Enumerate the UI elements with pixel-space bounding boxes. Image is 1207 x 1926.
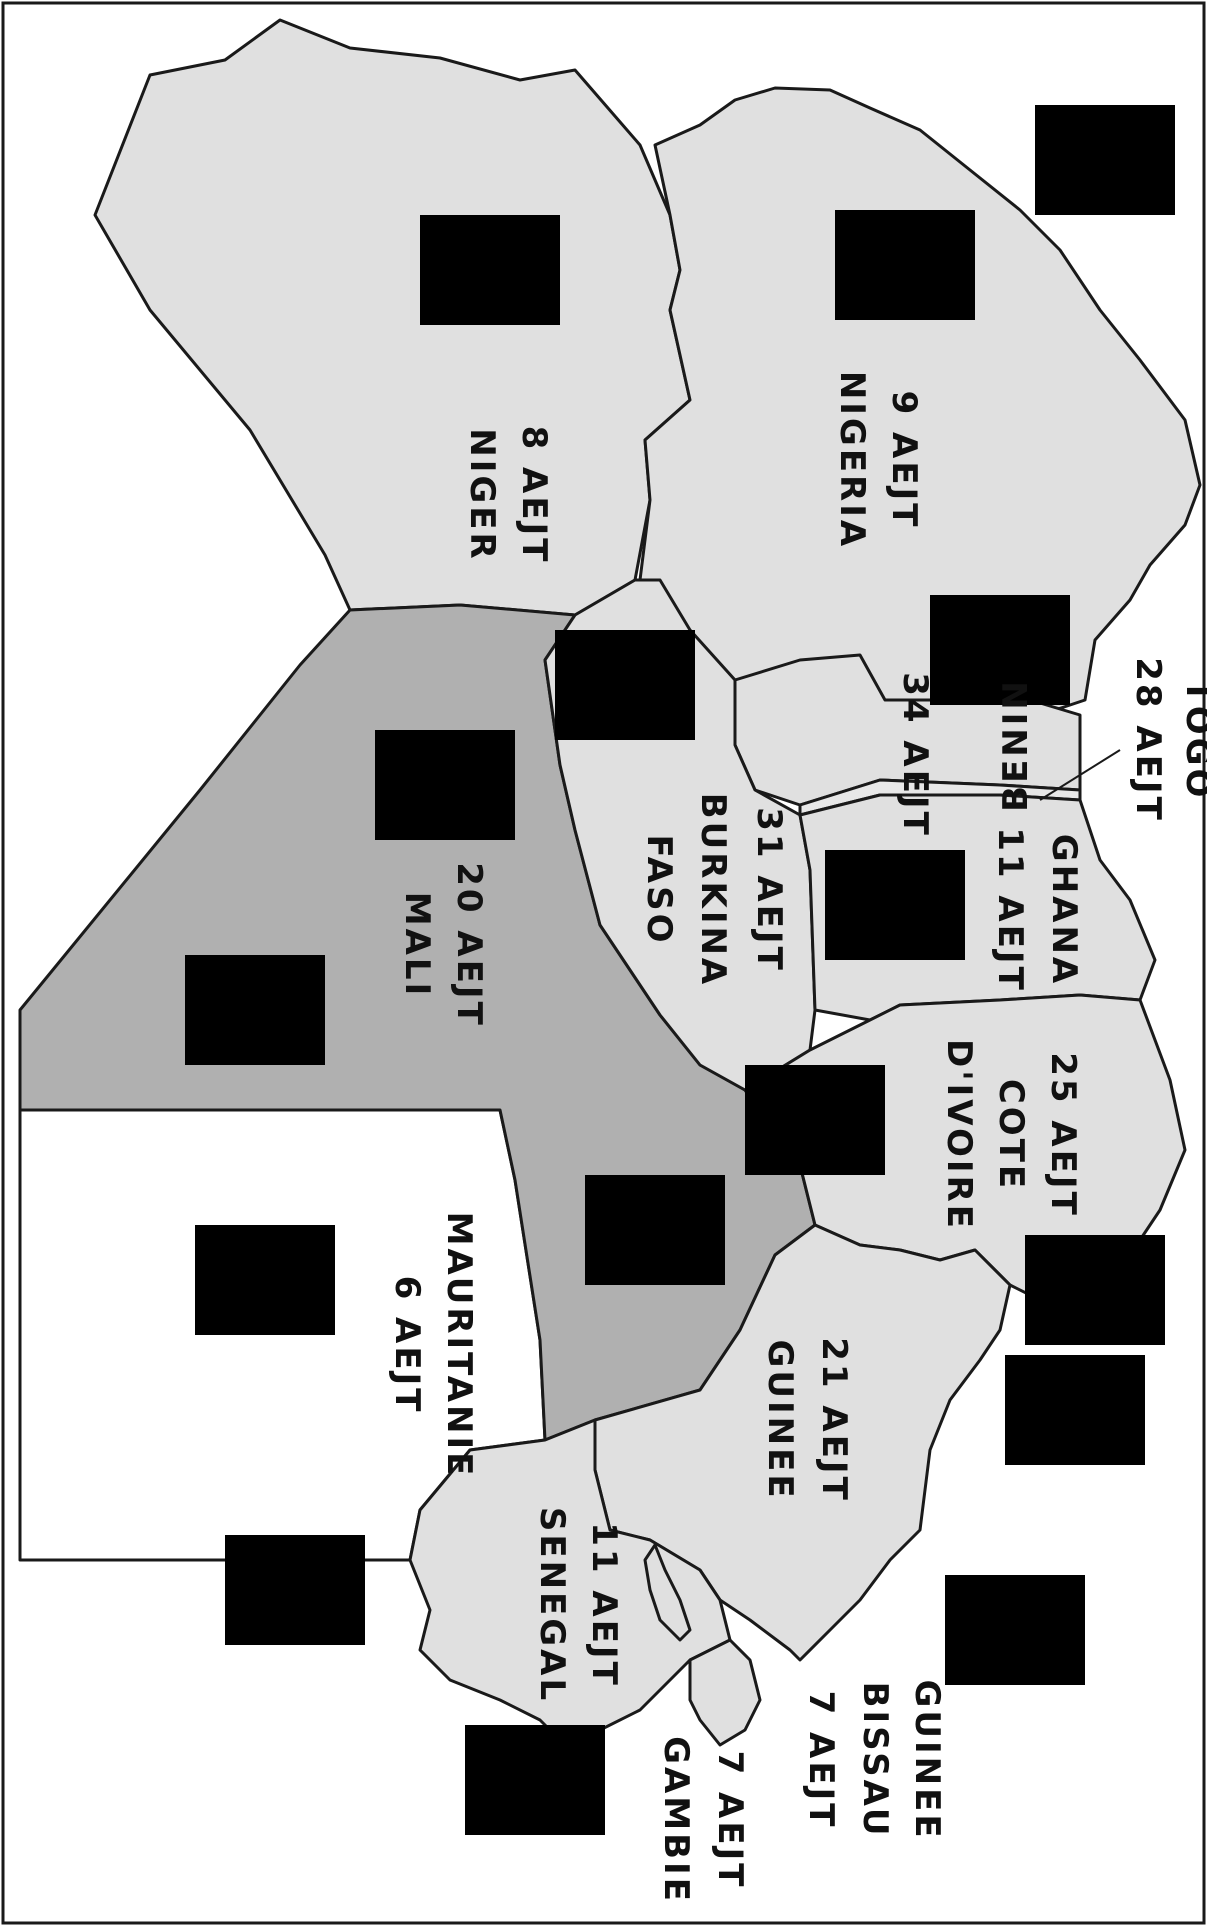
count-togo: 28 AEJT [1128,657,1168,823]
count-niger: 8 AEJT [514,426,554,565]
name-gambie: GAMBIE [656,1736,696,1904]
children-pictogram-icon [375,730,515,840]
label-niger: 8 AEJT NIGER [462,426,554,565]
label-cote-divoire: 25 AEJT COTE D'IVOIRE [939,1039,1083,1231]
count-gambie: 7 AEJT [710,1751,750,1890]
children-pictogram-icon [225,1535,365,1645]
country-nigeria[interactable] [638,86,1202,712]
name-burkina-line1: BURKINA [693,793,733,987]
count-guinee: 21 AEJT [814,1337,854,1503]
children-pictogram-icon [835,210,975,320]
count-senegal: 11 AEJT [584,1522,624,1688]
country-gambie[interactable] [643,1543,692,1642]
children-pictogram-icon [555,630,695,740]
name-bissau-line2: BISSAU [855,1682,895,1839]
country-niger[interactable] [93,18,692,617]
count-benin: 34 AEJT [895,672,935,838]
label-burkina: 31 AEJT BURKINA FASO [639,793,789,987]
children-pictogram-icon [1035,105,1175,215]
count-burkina: 31 AEJT [749,807,789,973]
name-senegal: SENEGAL [532,1507,572,1703]
count-cote: 25 AEJT [1043,1052,1083,1218]
name-burkina-line2: FASO [639,834,679,945]
name-cote-line2: D'IVOIRE [939,1039,979,1231]
name-cote-line1: COTE [991,1079,1031,1191]
children-pictogram-icon [945,1575,1085,1685]
children-pictogram-icon [745,1065,885,1175]
children-pictogram-icon [585,1175,725,1285]
label-benin: 34 AEJT [895,672,935,838]
label-gambie: 7 AEJT GAMBIE [656,1736,750,1904]
country-guinee-bissau[interactable] [688,1638,762,1747]
label-nigeria: 9 AEJT NIGERIA [832,371,924,549]
name-mauritanie: MAURITANIE [439,1212,479,1479]
children-pictogram-icon [420,215,560,325]
name-togo: TOGO [1178,680,1207,801]
label-benin-name: BENIN [996,678,1036,812]
name-bissau-line1: GUINEE [907,1679,947,1840]
count-nigeria: 9 AEJT [884,391,924,530]
name-ghana: GHANA [1044,834,1084,986]
children-pictogram-icon [1005,1355,1145,1465]
count-mali: 20 AEJT [449,862,489,1028]
label-ghana: GHANA 11 AEJT [990,827,1084,993]
label-guinee-bissau: GUINEE BISSAU 7 AEJT [801,1679,947,1840]
name-nigeria: NIGERIA [832,371,872,549]
name-niger: NIGER [462,428,502,561]
togo-leader-line [1039,749,1121,801]
children-pictogram-icon [1025,1235,1165,1345]
label-mauritanie: MAURITANIE 6 AEJT [387,1212,479,1479]
children-pictogram-icon [465,1725,605,1835]
label-guinee: 21 AEJT GUINEE [760,1337,854,1503]
children-pictogram-icon [185,955,325,1065]
count-ghana: 11 AEJT [990,827,1030,993]
name-mali: MALI [397,892,437,998]
count-mauritanie: 6 AEJT [387,1276,427,1415]
label-mali: 20 AEJT MALI [397,862,489,1028]
country-benin[interactable] [733,653,1082,807]
label-togo: TOGO 28 AEJT [1128,657,1207,823]
name-benin: BENIN [996,678,1036,812]
count-bissau: 7 AEJT [801,1691,841,1830]
label-senegal: 11 AEJT SENEGAL [532,1507,624,1703]
children-pictogram-icon [825,850,965,960]
children-pictogram-icon [195,1225,335,1335]
name-guinee: GUINEE [760,1339,800,1500]
